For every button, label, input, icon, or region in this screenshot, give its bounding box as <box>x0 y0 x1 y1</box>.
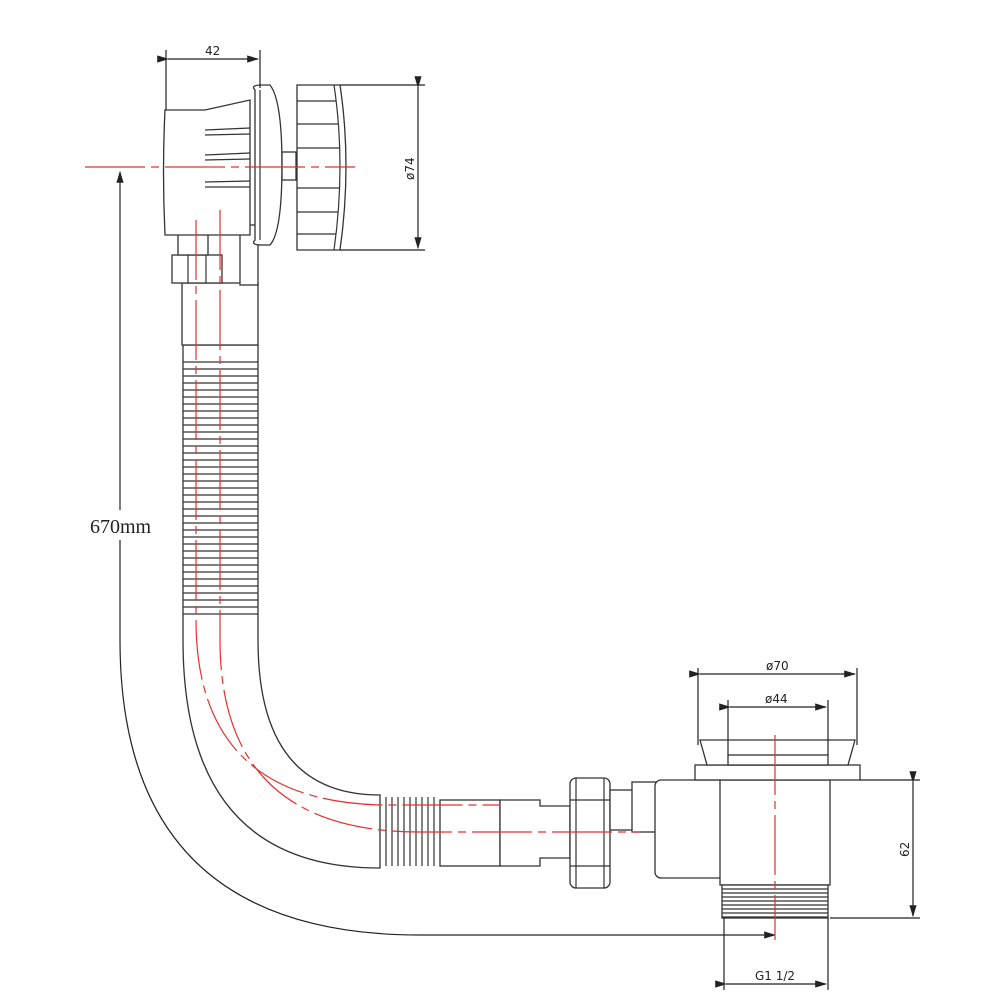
svg-text:ø70: ø70 <box>766 659 789 673</box>
centerlines <box>85 166 776 940</box>
overflow-head <box>162 84 347 346</box>
dimension-62: 62 <box>830 771 920 919</box>
dimension-42: 42 <box>157 44 261 110</box>
dimension-thread: G1 1/2 <box>715 918 829 990</box>
dimension-74: ø74 <box>340 76 425 251</box>
dimension-44: ø44 <box>719 692 829 755</box>
svg-text:62: 62 <box>898 842 912 857</box>
length-dimension: 670mm <box>90 170 777 939</box>
flexible-pipe <box>182 344 435 869</box>
waste-assembly <box>439 739 861 919</box>
svg-text:ø74: ø74 <box>403 157 417 180</box>
length-label: 670mm <box>90 516 152 538</box>
svg-text:42: 42 <box>205 44 220 58</box>
svg-text:ø44: ø44 <box>765 692 788 706</box>
svg-text:G1 1/2: G1 1/2 <box>755 969 795 983</box>
dimension-70: ø70 <box>689 659 858 745</box>
